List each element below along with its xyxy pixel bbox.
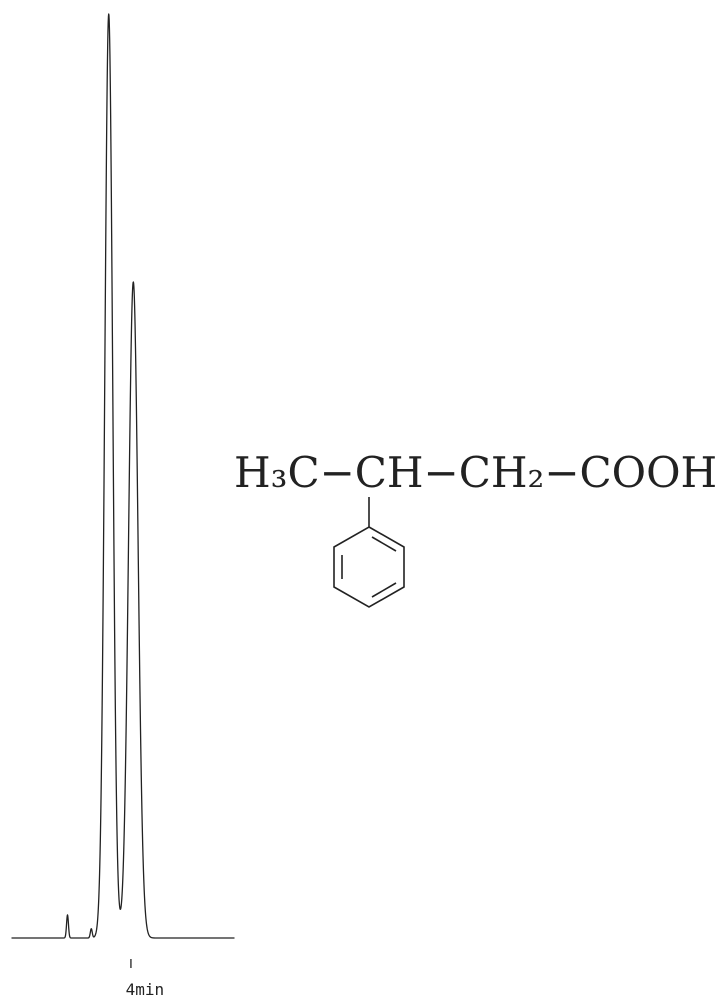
chromatogram-trace	[11, 13, 235, 939]
x-tick-label: 4min	[126, 980, 165, 999]
phenyl-ring-icon	[333, 526, 405, 608]
structural-formula: H₃C−CH−CH₂−COOH	[234, 448, 717, 608]
formula-text: H₃C−CH−CH₂−COOH	[234, 448, 717, 497]
